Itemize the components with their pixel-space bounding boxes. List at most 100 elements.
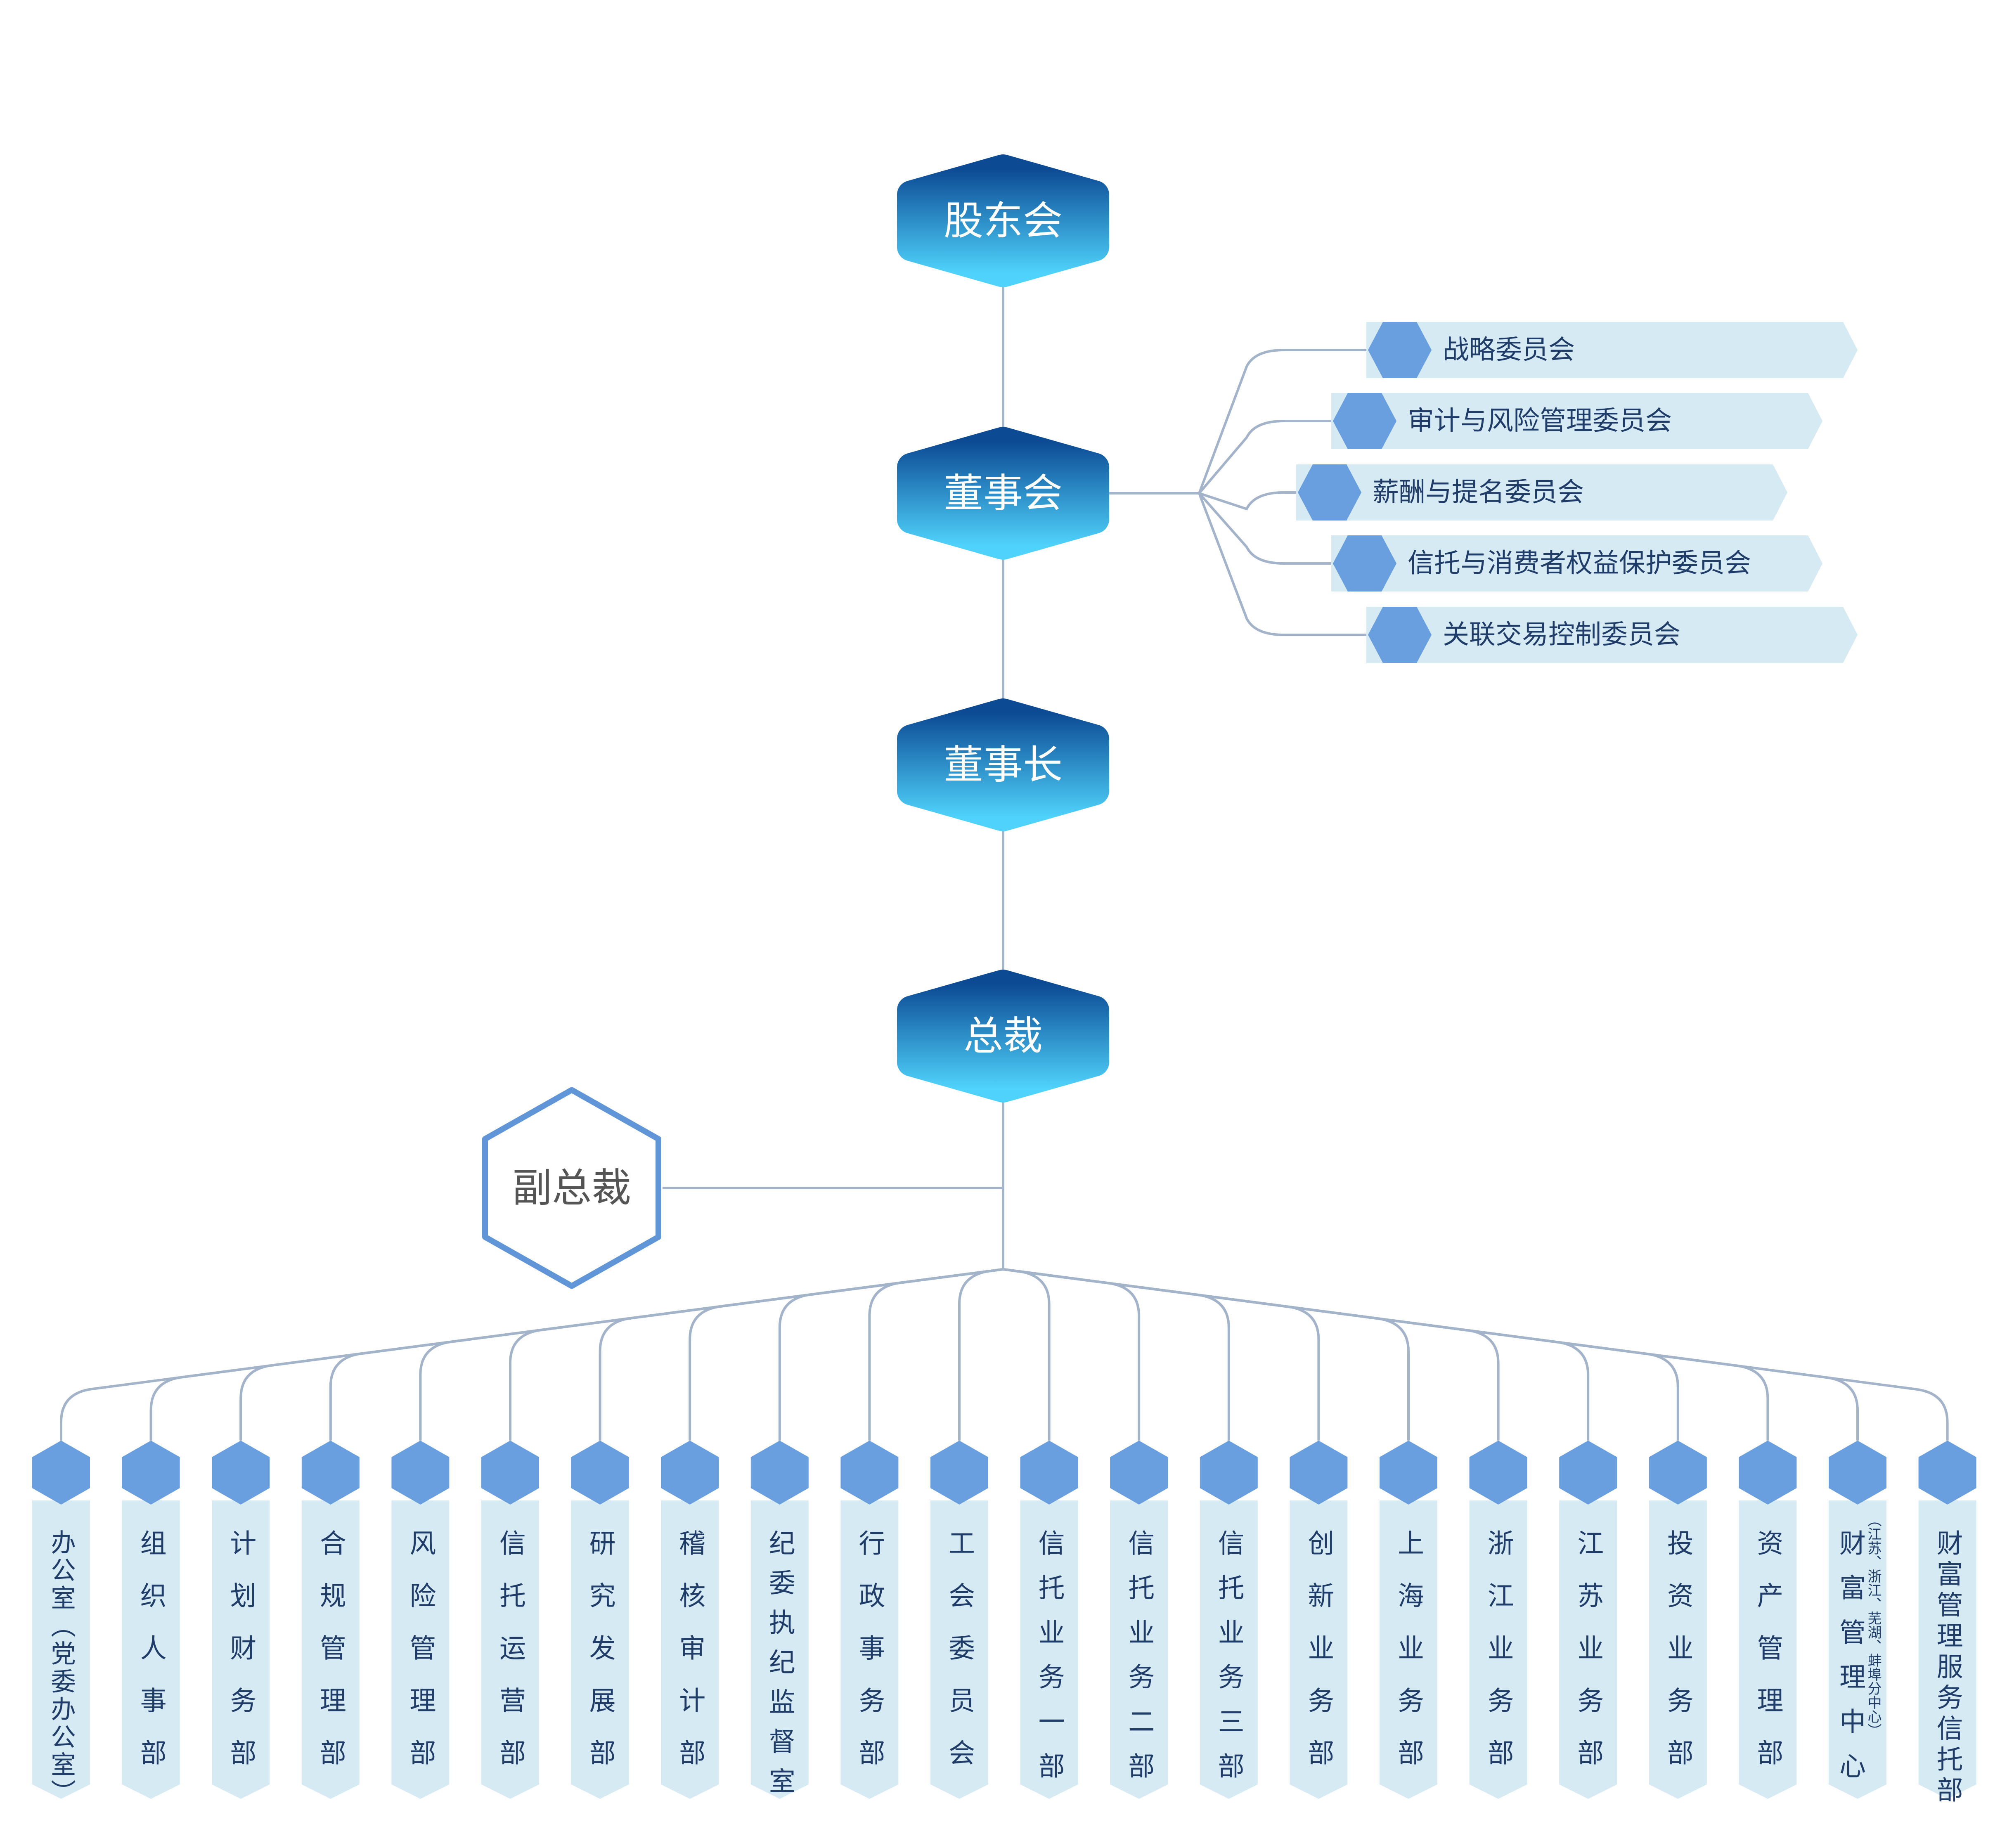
department-connector: [509, 1268, 1004, 1441]
department-connector: [1003, 1268, 1590, 1441]
committee-hex-icon: [1368, 607, 1432, 663]
department-audit-label: 稽核审计部: [675, 1529, 705, 1791]
board-of-directors-node-shape: [897, 427, 1109, 560]
vice-president-label: 副总裁: [512, 1165, 631, 1211]
committee-label: 审计与风险管理委员会: [1408, 406, 1672, 436]
chairman-node-shape: [897, 698, 1109, 831]
department-compliance-label: 合规管理部: [315, 1529, 346, 1791]
shareholders-meeting-node-shape: [897, 154, 1109, 287]
department-office-label: 办公室（党委办公室）: [47, 1529, 76, 1807]
department-trust-business-3-label: 信托业务三部: [1214, 1529, 1244, 1797]
department-hex-icon: [1020, 1441, 1078, 1505]
department-hr-label: 组织人事部: [136, 1529, 166, 1791]
department-connector: [1003, 1268, 1949, 1441]
committee-label: 战略委员会: [1443, 335, 1575, 365]
department-connector: [689, 1268, 1004, 1441]
department-hex-icon: [1380, 1441, 1437, 1505]
committee-connector: [1198, 349, 1383, 494]
board-of-directors-node-label: 董事会: [944, 470, 1063, 516]
department-hex-icon: [1110, 1441, 1168, 1505]
committee-hex-icon: [1298, 464, 1361, 521]
department-banner: [750, 1500, 809, 1799]
department-banner: [840, 1500, 899, 1799]
department-hex-icon: [1739, 1441, 1797, 1505]
department-trust-business-2-label: 信托业务二部: [1124, 1529, 1154, 1797]
department-banner: [571, 1500, 629, 1799]
department-banner: [1020, 1500, 1078, 1799]
department-banner: [1469, 1500, 1527, 1799]
department-banner: [1739, 1500, 1797, 1799]
president-node-label: 总裁: [963, 1013, 1043, 1059]
president-node-shape: [897, 970, 1109, 1103]
department-discipline-label: 纪委执纪监督室: [764, 1529, 795, 1807]
department-connector: [599, 1268, 1004, 1441]
department-hex-icon: [1469, 1441, 1527, 1505]
department-banner: [481, 1500, 539, 1799]
committee-label: 信托与消费者权益保护委员会: [1408, 548, 1751, 579]
committee-band: [1296, 464, 1787, 521]
department-investment-label: 投资业务部: [1663, 1529, 1693, 1791]
department-banner: [32, 1500, 90, 1799]
department-hex-icon: [930, 1441, 988, 1505]
department-wealth-center-note: （江苏、浙江、芜湖、蚌埠分中心）: [1865, 1513, 1882, 1737]
department-hex-icon: [301, 1441, 360, 1505]
department-hex-icon: [122, 1441, 180, 1505]
department-connector: [149, 1268, 1004, 1441]
department-hex-icon: [571, 1441, 629, 1505]
committee-hex-icon: [1368, 322, 1432, 378]
department-banner: [1559, 1500, 1617, 1799]
vice-president-shape: [482, 1087, 661, 1289]
department-admin-label: 行政事务部: [854, 1529, 885, 1791]
committee-hex-icon: [1333, 535, 1396, 592]
department-shanghai-label: 上海业务部: [1393, 1529, 1424, 1791]
department-connector: [419, 1268, 1004, 1441]
department-innovation-label: 创新业务部: [1303, 1529, 1334, 1791]
department-connector: [239, 1268, 1004, 1441]
department-connector: [1003, 1268, 1141, 1441]
department-banner: [1200, 1500, 1258, 1799]
department-asset-management-label: 资产管理部: [1752, 1529, 1783, 1791]
department-wealth-service-trust-label: 财富管理服务信托部: [1932, 1529, 1963, 1807]
chairman-node-label: 董事长: [944, 742, 1063, 788]
department-connector: [1003, 1268, 1320, 1441]
committee-label: 关联交易控制委员会: [1443, 620, 1680, 650]
committee-connector: [1198, 492, 1383, 636]
department-finance-label: 计划财务部: [225, 1529, 256, 1791]
department-hex-icon: [1649, 1441, 1707, 1505]
committee-band: [1366, 322, 1858, 378]
department-trust-operations-label: 信托运营部: [495, 1529, 525, 1791]
department-banner: [212, 1500, 270, 1799]
committee-connector: [1198, 492, 1348, 565]
department-connector: [958, 1268, 1004, 1441]
department-banner: [1110, 1500, 1168, 1799]
department-connector: [1003, 1268, 1051, 1441]
department-banner: [1380, 1500, 1437, 1799]
department-hex-icon: [1200, 1441, 1258, 1505]
department-hex-icon: [1559, 1441, 1617, 1505]
committee-band: [1331, 393, 1822, 449]
department-connector: [868, 1268, 1004, 1441]
department-hex-icon: [1290, 1441, 1348, 1505]
department-banner: [301, 1500, 360, 1799]
department-banner: [122, 1500, 180, 1799]
department-hex-icon: [1829, 1441, 1886, 1505]
department-banner: [661, 1500, 719, 1799]
shareholders-meeting-node-label: 股东会: [944, 198, 1063, 244]
department-wealth-center-label: 财富管理中心: [1835, 1529, 1865, 1797]
committee-band: [1366, 607, 1858, 663]
committee-label: 薪酬与提名委员会: [1373, 477, 1584, 508]
department-hex-icon: [750, 1441, 809, 1505]
department-research-label: 研究发展部: [585, 1529, 615, 1791]
department-banner: [1918, 1500, 1976, 1799]
committee-hex-icon: [1333, 393, 1396, 449]
department-connector: [778, 1268, 1004, 1441]
department-hex-icon: [212, 1441, 270, 1505]
department-hex-icon: [1918, 1441, 1976, 1505]
department-hex-icon: [391, 1441, 450, 1505]
department-union-label: 工会委员会: [944, 1529, 975, 1791]
department-hex-icon: [32, 1441, 90, 1505]
department-connector: [1003, 1268, 1679, 1441]
department-connector: [60, 1268, 1004, 1441]
department-zhejiang-label: 浙江业务部: [1483, 1529, 1514, 1791]
